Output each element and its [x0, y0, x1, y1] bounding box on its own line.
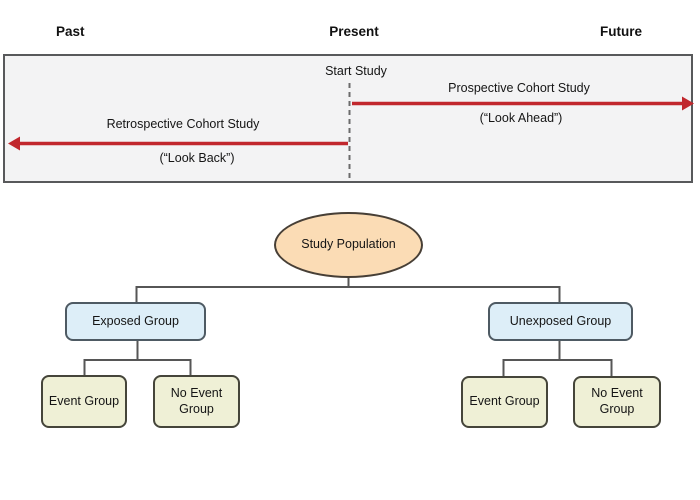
connector-exposed-to-events [83, 359, 192, 375]
exposed-group-label: Exposed Group [92, 313, 179, 328]
label-past: Past [56, 24, 85, 39]
retrospective-subtitle: (“Look Back”) [159, 151, 235, 165]
unexposed-group-node: Unexposed Group [488, 302, 633, 341]
exposed-no-event-group-label: No Event Group [170, 385, 223, 416]
study-population-label: Study Population [301, 237, 396, 252]
unexposed-no-event-group-node: No Event Group [573, 376, 661, 428]
connector-root-to-groups [135, 286, 561, 302]
unexposed-group-label: Unexposed Group [509, 313, 612, 328]
connector-unexposed-to-events [502, 359, 613, 376]
exposed-group-node: Exposed Group [65, 302, 206, 341]
retrospective-title: Retrospective Cohort Study [106, 117, 260, 131]
label-future: Future [600, 24, 642, 39]
start-study-label: Start Study [325, 64, 387, 78]
exposed-no-event-group-node: No Event Group [153, 375, 240, 428]
label-present: Present [329, 24, 379, 39]
exposed-event-group-node: Event Group [41, 375, 127, 428]
timeline-panel [3, 54, 693, 183]
prospective-title: Prospective Cohort Study [448, 81, 590, 95]
study-population-node: Study Population [274, 212, 423, 278]
prospective-subtitle: (“Look Ahead”) [479, 111, 563, 125]
exposed-event-group-label: Event Group [48, 393, 120, 408]
unexposed-event-group-label: Event Group [469, 394, 540, 409]
unexposed-no-event-group-label: No Event Group [591, 386, 643, 416]
unexposed-event-group-node: Event Group [461, 376, 548, 428]
